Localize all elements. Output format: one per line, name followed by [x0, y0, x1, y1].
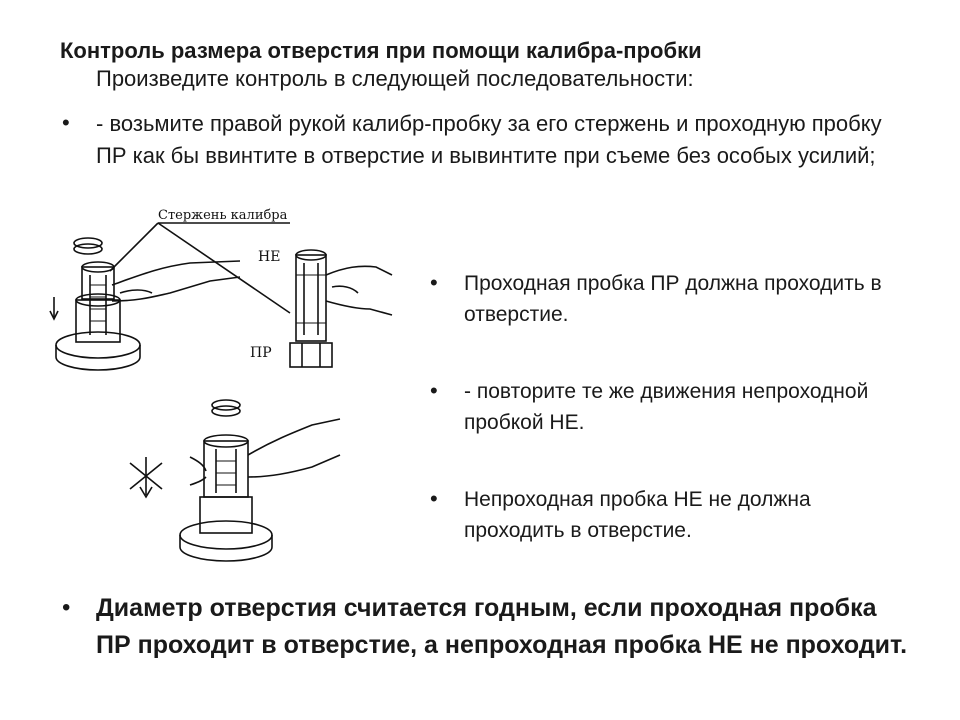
- rod-label: Стержень калибра: [158, 208, 288, 223]
- bullet-marker: •: [430, 486, 438, 511]
- pr-label: ПР: [250, 345, 272, 361]
- bullet-marker: •: [430, 270, 438, 295]
- conclusion-text: Диаметр отверстия считается годным, если…: [96, 594, 908, 659]
- right-bullet-1: Проходная пробка ПР должна проходить в о…: [464, 272, 882, 326]
- ne-label: НЕ: [258, 249, 280, 265]
- right-bullet-3: Непроходная пробка НЕ не должна проходит…: [464, 488, 811, 542]
- slide-title: Контроль размера отверстия при помощи ка…: [60, 38, 702, 63]
- right-bullet-2: - повторите те же движения непроходной п…: [464, 380, 869, 434]
- bullet-marker: •: [62, 594, 71, 621]
- bullet-marker: •: [62, 110, 70, 135]
- slide-subtitle: Произведите контроль в следующей последо…: [96, 66, 694, 91]
- step-1-text: - возьмите правой рукой калибр-пробку за…: [96, 111, 882, 168]
- plug-gauge-illustration: Стержень калибра НЕ ПР: [49, 208, 393, 562]
- bullet-marker: •: [430, 378, 438, 403]
